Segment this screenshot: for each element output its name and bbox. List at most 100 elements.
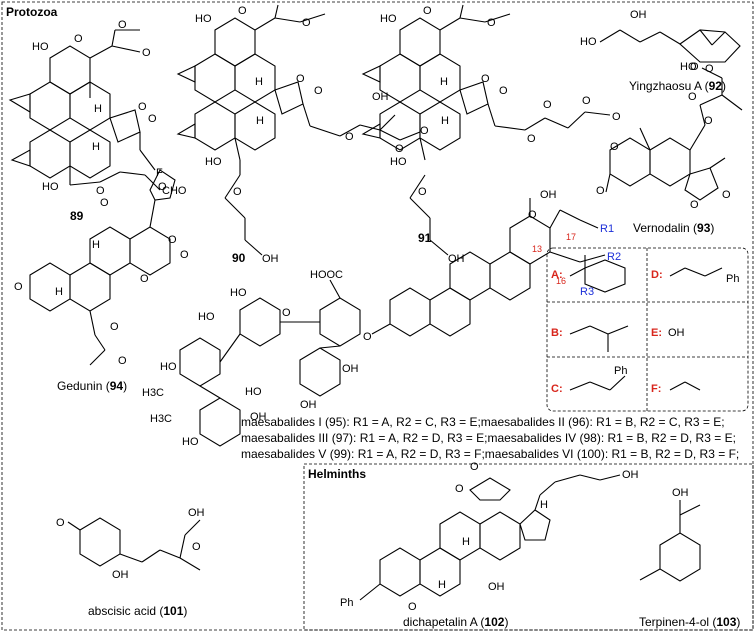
section-protozoa: Protozoa xyxy=(6,5,58,19)
atom-o: O xyxy=(118,355,127,367)
atom-oh: OH xyxy=(342,363,359,375)
atom-h: H xyxy=(55,286,63,298)
atom-ho: HO xyxy=(205,156,222,168)
atom-o: O xyxy=(690,61,699,73)
atom-h: H xyxy=(92,141,100,153)
atom-oh: OH xyxy=(112,569,129,581)
atom-oh: OH xyxy=(488,581,505,593)
atom-o: O xyxy=(168,234,177,246)
atom-h: H xyxy=(540,499,548,511)
atom-ho: HO xyxy=(380,13,397,25)
caption-94: Gedunin (94) xyxy=(57,379,127,393)
atom-cho: CHO xyxy=(162,185,187,197)
atom-o: O xyxy=(528,209,537,221)
atom-o: O xyxy=(688,91,697,103)
atom-o: O xyxy=(158,181,167,193)
atom-oh: OH xyxy=(672,487,689,499)
substituent-label-c: C: xyxy=(551,383,563,395)
atom-o: O xyxy=(704,115,713,127)
atom-o: O xyxy=(499,85,508,97)
compound-number-90: 90 xyxy=(232,251,246,265)
atom-o: O xyxy=(110,321,119,333)
atom-o: O xyxy=(74,33,83,45)
atom-o: O xyxy=(418,186,427,198)
maesabalides-line-1: maesabalides I (95): R1 = A, R2 = C, R3 … xyxy=(241,415,725,429)
atom-h3c: H3C xyxy=(150,413,172,425)
r-group-r2: R2 xyxy=(607,251,621,263)
atom-o: O xyxy=(296,73,305,85)
substituent-label-d: D: xyxy=(651,269,663,281)
structure-maesabalides: O O OH 13 17 16 R1 R2 R3 HOOC HO HO O HO… xyxy=(142,189,621,448)
atom-ph: Ph xyxy=(726,273,739,285)
atom-o: O xyxy=(138,101,147,113)
atom-o: O xyxy=(722,189,731,201)
atom-o: O xyxy=(481,73,490,85)
atom-h: H xyxy=(255,76,263,88)
substituent-label-e: E: xyxy=(651,327,662,339)
atom-o: O xyxy=(118,19,127,31)
atom-o: O xyxy=(690,199,699,211)
section-helminths: Helminths xyxy=(308,467,366,481)
atom-o: O xyxy=(612,111,621,123)
substituent-label-f: F: xyxy=(651,383,661,395)
atom-oh: OH xyxy=(262,253,279,265)
atom-ho: HO xyxy=(42,181,59,193)
atom-o: O xyxy=(100,197,109,209)
structure-91: HO O O O O H H O O O O HO O OH 91 xyxy=(361,4,621,265)
atom-ph: Ph xyxy=(614,365,627,377)
atom-ho: HO xyxy=(160,361,177,373)
atom-ho: HO xyxy=(680,61,697,73)
atom-ho: HO xyxy=(195,13,212,25)
atom-oh: OH xyxy=(540,189,557,201)
atom-o: O xyxy=(180,249,189,261)
atom-o: O xyxy=(487,17,496,29)
atom-o: O xyxy=(96,185,105,197)
atom-oh: OH xyxy=(250,411,267,423)
atom-o: O xyxy=(148,113,157,125)
atom-ho: HO xyxy=(390,156,407,168)
atom-o: O xyxy=(345,131,354,143)
compound-number-91: 91 xyxy=(418,231,432,245)
atom-o: O xyxy=(56,517,65,529)
caption-103: Terpinen-4-ol (103) xyxy=(639,615,740,629)
atom-o: O xyxy=(192,541,201,553)
atom-oh: OH xyxy=(188,507,205,519)
atom-ho: HO xyxy=(230,287,247,299)
structure-92: HO OH O O Yingzhaosu A (92) xyxy=(580,9,741,93)
atom-o: O xyxy=(705,63,714,75)
atom-o: O xyxy=(423,5,432,17)
atom-oh: OH xyxy=(300,399,317,411)
atom-o: O xyxy=(408,601,417,613)
atom-hooc: HOOC xyxy=(310,269,343,281)
atom-h: H xyxy=(94,103,102,115)
atom-h3c: H3C xyxy=(142,387,164,399)
atom-ho: HO xyxy=(198,311,215,323)
atom-o: O xyxy=(455,483,464,495)
atom-ho: HO xyxy=(245,386,262,398)
atom-f: F xyxy=(156,167,163,179)
helminths-frame xyxy=(303,463,754,631)
position-13: 13 xyxy=(532,244,542,254)
compound-number-89: 89 xyxy=(70,209,84,223)
atom-o: O xyxy=(233,186,242,198)
atom-o: O xyxy=(470,461,479,473)
atom-o: O xyxy=(314,85,323,97)
atom-o: O xyxy=(543,99,552,111)
atom-h: H xyxy=(256,115,264,127)
structure-102: Ph O O O OH H H H OH dichapetalin A (102… xyxy=(340,461,639,629)
atom-o: O xyxy=(582,95,591,107)
atom-o: O xyxy=(420,125,429,137)
structure-101: O OH O OH abscisic acid (101) xyxy=(56,507,205,618)
atom-ph: Ph xyxy=(340,597,353,609)
caption-101: abscisic acid (101) xyxy=(88,604,187,618)
r-group-r1: R1 xyxy=(600,223,614,235)
atom-o: O xyxy=(395,143,404,155)
atom-ho: HO xyxy=(182,436,199,448)
atom-o: O xyxy=(302,17,311,29)
substituent-table: A: D: Ph B: E: OH C: Ph F: xyxy=(546,247,749,412)
substituent-label-b: B: xyxy=(551,327,563,339)
atom-o: O xyxy=(596,185,605,197)
structure-90: HO O O O O H H O OH O O HO O OH 90 xyxy=(176,4,429,265)
